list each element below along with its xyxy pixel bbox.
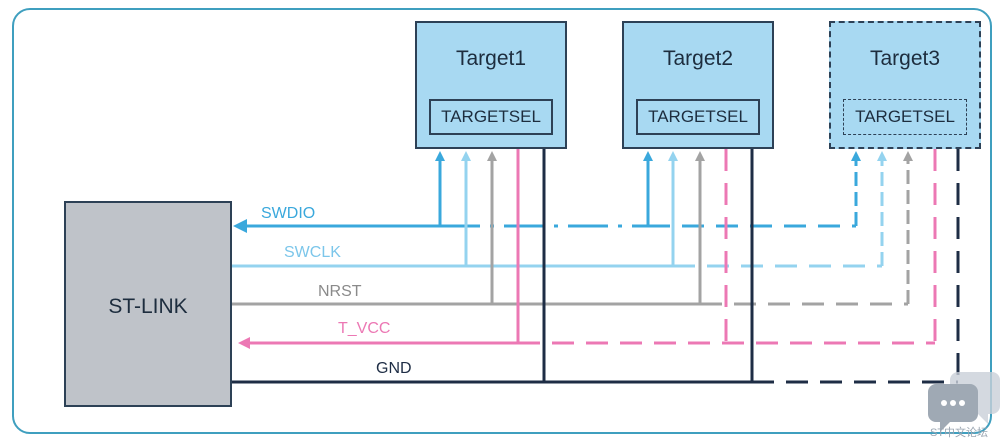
watermark-text: ST中文论坛 xyxy=(930,427,989,439)
target2-box: Target2 TARGETSEL xyxy=(622,21,774,149)
nrst-bus xyxy=(232,151,913,306)
signal-label-swdio: SWDIO xyxy=(261,205,316,222)
stlink-label: ST-LINK xyxy=(108,295,188,318)
target3-targetsel: TARGETSEL xyxy=(843,99,967,135)
target3-name: Target3 xyxy=(869,47,941,70)
tvcc-bus xyxy=(238,149,937,349)
signal-label-gnd: GND xyxy=(376,360,412,377)
diagram-frame xyxy=(12,8,992,434)
stlink-box: ST-LINK xyxy=(64,201,232,407)
target3-box: Target3 TARGETSEL xyxy=(829,21,981,149)
target1-box: Target1 TARGETSEL xyxy=(415,21,567,149)
signal-label-tvcc: T_VCC xyxy=(338,320,391,337)
gnd-bus xyxy=(232,149,960,384)
target1-targetsel: TARGETSEL xyxy=(429,99,553,135)
target2-targetsel: TARGETSEL xyxy=(636,99,760,135)
signal-label-nrst: NRST xyxy=(318,283,362,300)
swdio-bus xyxy=(233,151,861,233)
target2-name: Target2 xyxy=(662,47,734,70)
chat-bubble-icon xyxy=(928,372,1000,432)
swclk-bus xyxy=(232,151,887,268)
target1-name: Target1 xyxy=(455,47,527,70)
signal-label-swclk: SWCLK xyxy=(284,244,341,261)
